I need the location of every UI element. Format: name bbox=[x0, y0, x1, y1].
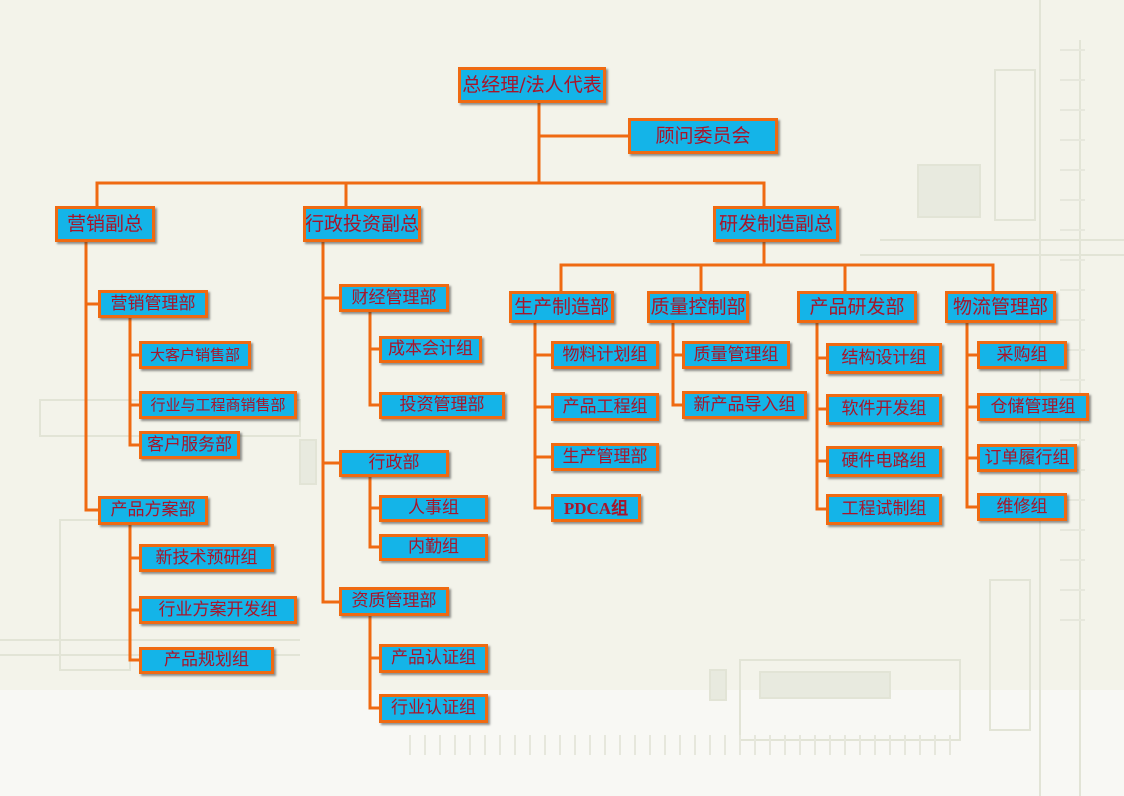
node-warehouse-mgmt: 仓储管理组 bbox=[977, 393, 1089, 421]
node-product-rd-dept: 产品研发部 bbox=[797, 291, 917, 323]
node-admin-dept: 行政部 bbox=[339, 450, 449, 477]
node-solutions-dept: 产品方案部 bbox=[98, 496, 208, 525]
node-finance-mgmt-dept: 财经管理部 bbox=[339, 284, 449, 312]
node-product-certification: 产品认证组 bbox=[379, 644, 488, 673]
node-quality-mgmt: 质量管理组 bbox=[682, 341, 790, 369]
node-structure-design: 结构设计组 bbox=[826, 343, 942, 374]
node-hr-group: 人事组 bbox=[379, 495, 488, 522]
node-production-dept: 生产制造部 bbox=[509, 291, 614, 323]
node-internal-affairs: 内勤组 bbox=[379, 534, 488, 561]
node-advisory-committee: 顾问委员会 bbox=[628, 118, 778, 154]
node-new-product-intro: 新产品导入组 bbox=[682, 391, 807, 419]
node-order-fulfillment: 订单履行组 bbox=[977, 444, 1077, 472]
node-qualification-mgmt: 资质管理部 bbox=[339, 587, 449, 616]
node-production-mgmt: 生产管理部 bbox=[551, 443, 659, 471]
node-quality-control-dept: 质量控制部 bbox=[647, 291, 749, 323]
node-vp-admin-investment: 行政投资副总 bbox=[303, 206, 421, 242]
node-hardware-circuit: 硬件电路组 bbox=[826, 446, 942, 477]
node-purchasing: 采购组 bbox=[977, 341, 1067, 369]
node-industry-certification: 行业认证组 bbox=[379, 694, 488, 723]
node-vp-rd-manufacturing: 研发制造副总 bbox=[713, 206, 839, 242]
node-industry-engineering-sales: 行业与工程商销售部 bbox=[139, 391, 297, 419]
node-investment-mgmt: 投资管理部 bbox=[379, 392, 505, 419]
node-cost-accounting: 成本会计组 bbox=[379, 336, 482, 363]
node-vp-marketing: 营销副总 bbox=[55, 206, 155, 242]
node-repair: 维修组 bbox=[977, 493, 1067, 521]
node-software-dev: 软件开发组 bbox=[826, 394, 942, 425]
node-customer-service: 客户服务部 bbox=[139, 431, 240, 459]
node-ceo: 总经理/法人代表 bbox=[458, 67, 606, 103]
node-product-planning: 产品规划组 bbox=[139, 647, 274, 674]
node-engineering-trial: 工程试制组 bbox=[826, 494, 942, 525]
node-key-account-sales: 大客户销售部 bbox=[139, 341, 251, 369]
node-product-engineering: 产品工程组 bbox=[551, 393, 659, 421]
node-pdca-group: PDCA组 bbox=[551, 494, 641, 522]
node-new-tech-research: 新技术预研组 bbox=[139, 544, 274, 572]
node-industry-solution-dev: 行业方案开发组 bbox=[139, 596, 297, 624]
node-material-planning: 物料计划组 bbox=[551, 341, 659, 369]
node-marketing-mgmt-dept: 营销管理部 bbox=[98, 290, 208, 318]
node-logistics-mgmt-dept: 物流管理部 bbox=[945, 291, 1056, 323]
